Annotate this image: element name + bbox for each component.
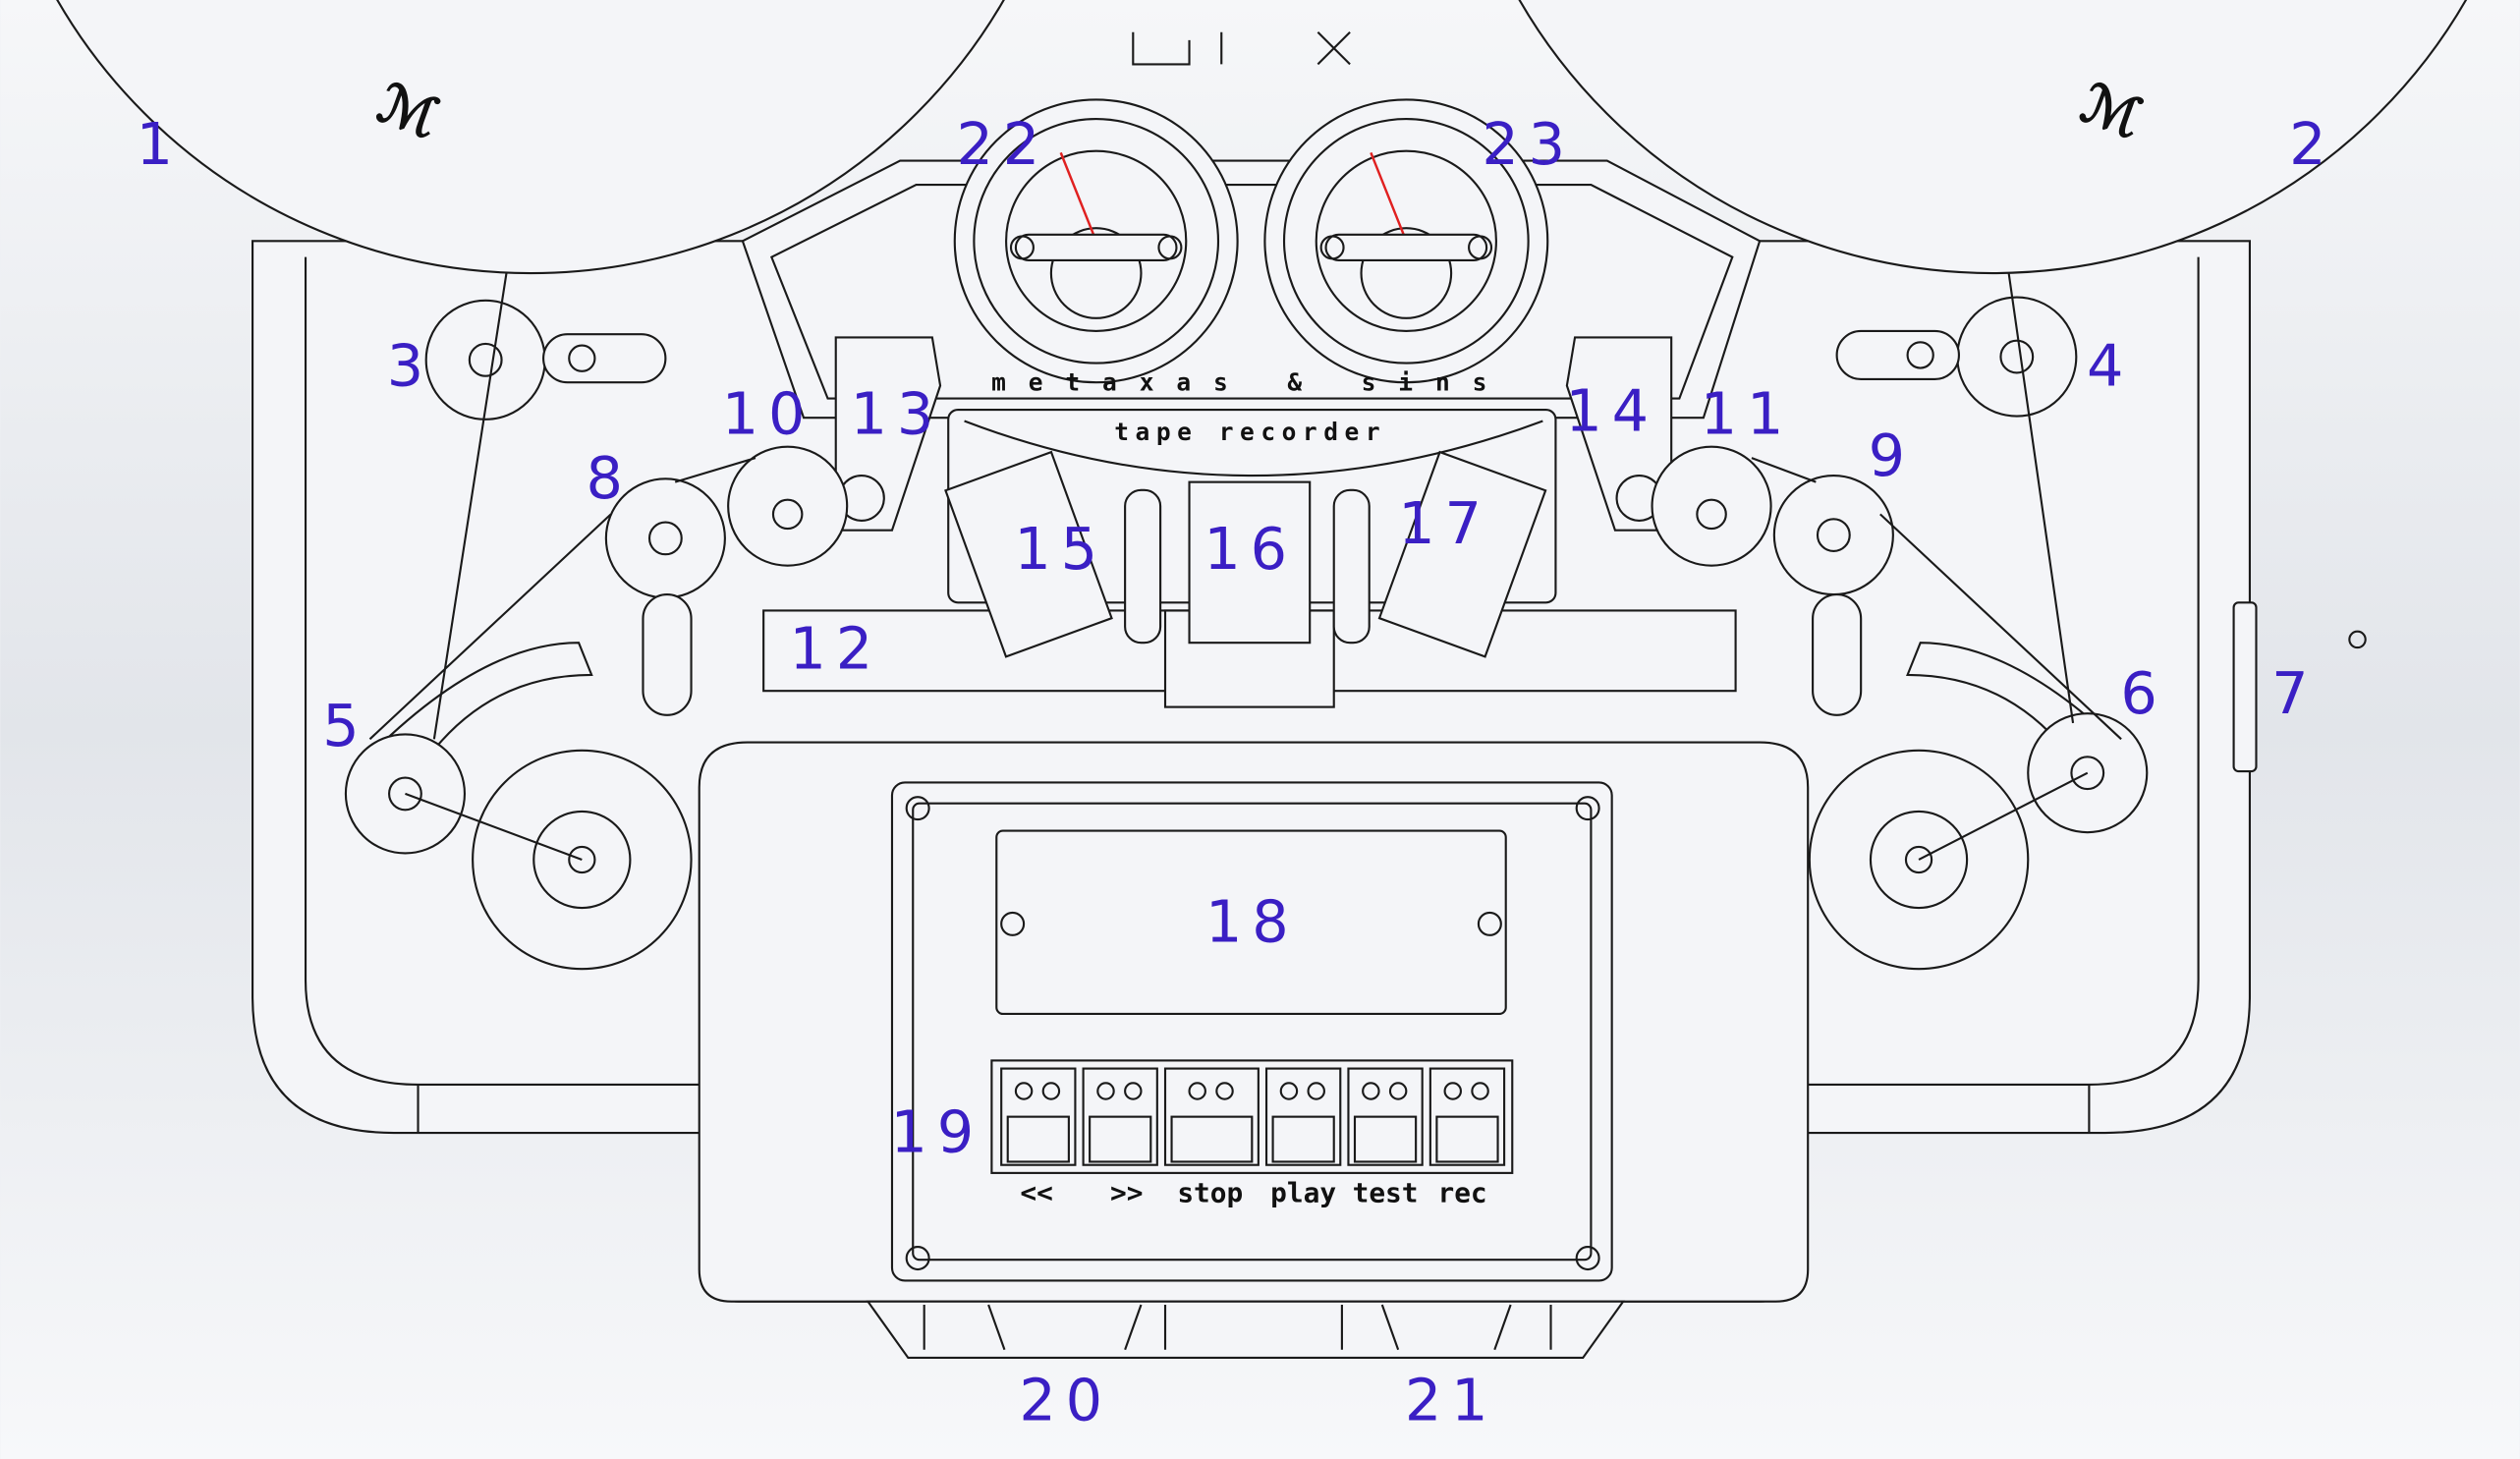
caption-rec: rec (1437, 1176, 1486, 1208)
button-fast-forward[interactable] (1082, 1067, 1158, 1166)
caption-rewind: << (1020, 1176, 1052, 1208)
button-captions: << >> stop play test rec (1020, 1176, 1486, 1208)
button-rewind[interactable] (1000, 1067, 1077, 1166)
label-4: 4 (2087, 332, 2133, 400)
caption-play: play (1270, 1176, 1336, 1208)
side-connector (2232, 601, 2258, 773)
label-10: 10 (722, 380, 815, 448)
label-11: 11 (1701, 380, 1794, 448)
button-test[interactable] (1347, 1067, 1424, 1166)
label-23: 23 (1482, 110, 1575, 178)
label-17: 17 (1398, 489, 1491, 557)
button-play[interactable] (1264, 1067, 1342, 1166)
display-panel (995, 829, 1507, 1016)
part-labels: 1 2 3 4 5 6 7 8 9 10 11 12 13 14 15 16 1… (137, 110, 2335, 1434)
label-5: 5 (322, 692, 368, 759)
head-15 (944, 450, 1113, 658)
label-12: 12 (789, 614, 882, 682)
label-14: 14 (1565, 376, 1658, 444)
label-15: 15 (1014, 515, 1107, 583)
transport-buttons (1000, 1067, 1506, 1166)
meter-needle (1370, 151, 1408, 242)
head-block (762, 408, 1737, 708)
label-22: 22 (957, 110, 1050, 178)
head-16 (1188, 480, 1312, 645)
vu-meter-left (953, 98, 1239, 384)
caption-fast-forward: >> (1110, 1176, 1143, 1208)
left-reel: ℳ (56, 0, 1005, 274)
vu-meter-right (1263, 98, 1549, 384)
caption-test: test (1353, 1176, 1419, 1208)
brand-engraving: metaxas & sins (991, 367, 1509, 396)
label-7: 7 (2271, 659, 2318, 727)
button-stop[interactable] (1163, 1067, 1260, 1166)
right-reel: ℳ (1518, 0, 2467, 274)
label-19: 19 (891, 1098, 984, 1166)
label-1: 1 (137, 110, 183, 178)
label-20: 20 (1019, 1367, 1112, 1434)
label-13: 13 (851, 380, 944, 448)
control-box (698, 741, 1810, 1303)
tape-path (344, 272, 2149, 971)
model-engraving: tape recorder (1114, 418, 1386, 446)
meter-needle (1059, 151, 1097, 242)
label-16: 16 (1204, 515, 1297, 583)
label-3: 3 (387, 332, 433, 400)
head-17 (1377, 450, 1547, 658)
label-2: 2 (2289, 110, 2335, 178)
label-21: 21 (1405, 1367, 1498, 1434)
button-rec[interactable] (1428, 1067, 1506, 1166)
bottom-knobs (866, 1300, 1626, 1360)
label-8: 8 (587, 444, 633, 512)
label-18: 18 (1205, 887, 1299, 955)
caption-stop: stop (1177, 1176, 1243, 1208)
label-9: 9 (1869, 421, 1915, 489)
label-6: 6 (2120, 659, 2166, 727)
